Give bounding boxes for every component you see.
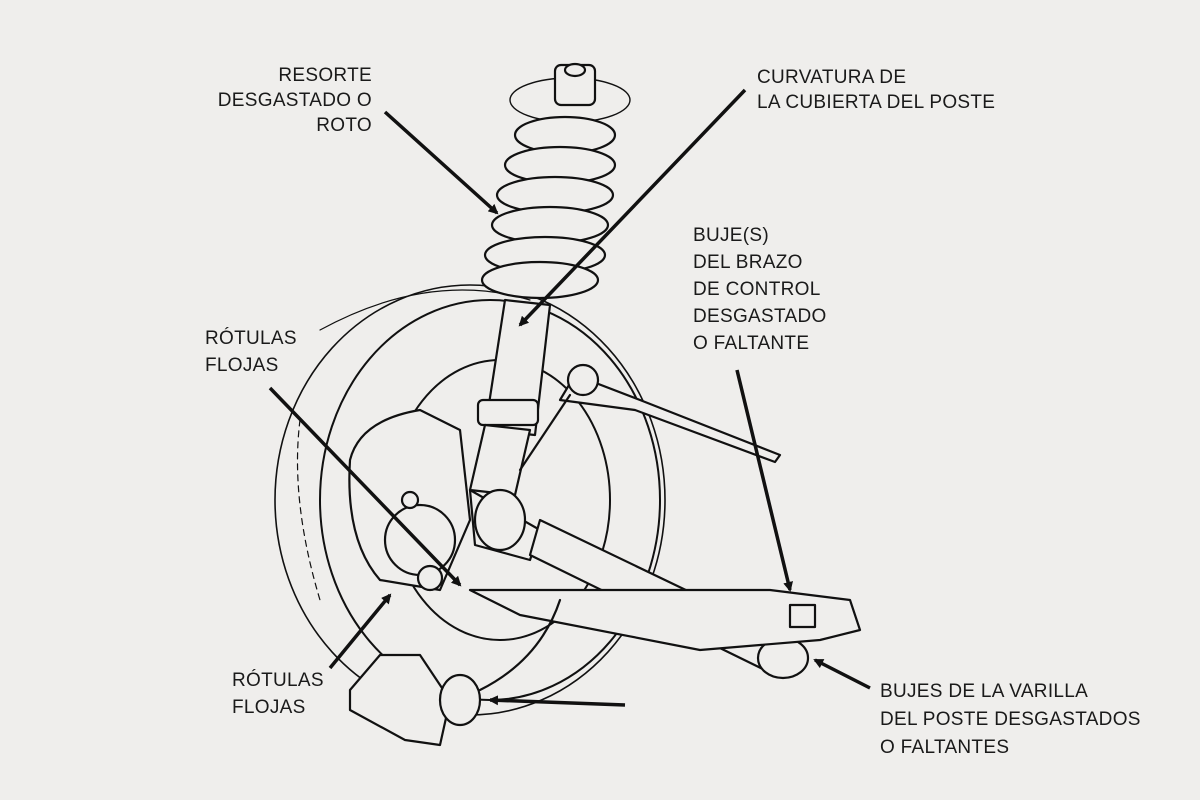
arrow-control-arm-bushing: [735, 369, 793, 592]
label-line: CURVATURA DE: [757, 67, 907, 88]
label-line: ROTO: [316, 115, 372, 136]
arrow-spring: [383, 110, 499, 215]
label-strut-cover: CURVATURA DE LA CUBIERTA DEL POSTE: [757, 65, 995, 115]
label-line: BUJE(S): [693, 225, 769, 246]
arrow-lower-mount: [488, 695, 626, 707]
label-line: RESORTE: [278, 65, 372, 86]
label-line: RÓTULAS: [232, 670, 324, 691]
label-lower-ball-joints: RÓTULAS FLOJAS: [232, 667, 324, 721]
label-spring: RESORTE DESGASTADO O ROTO: [218, 63, 372, 138]
label-line: FLOJAS: [232, 697, 306, 718]
control-arm-drawing: [468, 363, 862, 692]
label-line: RÓTULAS: [205, 328, 297, 349]
label-line: DESGASTADO O: [217, 90, 372, 111]
label-line: DEL POSTE DESGASTADOS: [880, 709, 1141, 730]
label-line: LA CUBIERTA DEL POSTE: [757, 92, 996, 113]
label-line: DE CONTROL: [693, 279, 821, 300]
label-line: BUJES DE LA VARILLA: [880, 681, 1089, 702]
label-line: FLOJAS: [205, 355, 279, 376]
arrow-lower-ball-joint: [328, 593, 392, 670]
arrow-strut-cover: [518, 88, 747, 327]
label-line: O FALTANTE: [693, 333, 810, 354]
lower-mount-drawing: [348, 653, 482, 747]
label-control-arm-bushings: BUJE(S) DEL BRAZO DE CONTROL DESGASTADO …: [693, 222, 827, 357]
arrow-strut-rod-bushing: [813, 658, 871, 690]
label-line: DESGASTADO: [693, 306, 827, 327]
spring-strut-drawing: [468, 62, 631, 497]
label-strut-rod-bushings: BUJES DE LA VARILLA DEL POSTE DESGASTADO…: [880, 678, 1141, 762]
label-line: DEL BRAZO: [693, 252, 803, 273]
arrow-upper-ball-joint: [268, 386, 462, 587]
label-upper-ball-joints: RÓTULAS FLOJAS: [205, 325, 297, 379]
label-line: O FALTANTES: [880, 737, 1010, 758]
knuckle-drawing: [348, 408, 542, 592]
